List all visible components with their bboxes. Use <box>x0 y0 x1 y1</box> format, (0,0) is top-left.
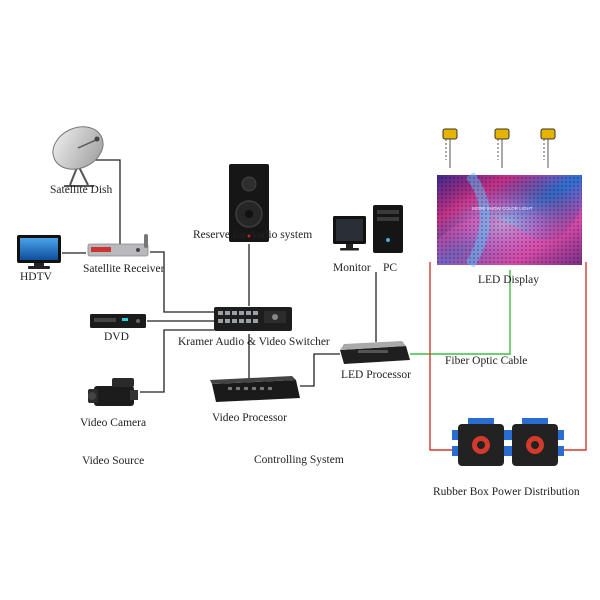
hdtv-label: HDTV <box>20 271 52 283</box>
satellite-dish-icon <box>52 126 104 187</box>
fiber-optic-label: Fiber Optic Cable <box>445 355 528 367</box>
cable-videoproc-ledproc <box>300 353 340 387</box>
signal-cables <box>62 159 377 393</box>
dvd-player-icon <box>90 314 146 328</box>
video-processor-label: Video Processor <box>212 412 288 424</box>
led-screen-text: MORE SHOW COLOR LIGHT <box>472 206 533 211</box>
hdtv-icon <box>17 235 61 269</box>
cable-camera-switcher <box>140 329 214 393</box>
video-camera-icon <box>88 378 138 406</box>
satellite-receiver-icon <box>87 234 149 257</box>
pc-tower-icon <box>373 205 403 253</box>
pc-label: PC <box>383 262 398 274</box>
controlling-system-label: Controlling System <box>254 454 344 466</box>
cable-receiver-switcher <box>150 251 214 313</box>
chain-hoist-icon <box>442 128 556 168</box>
power-distribution-label: Rubber Box Power Distribution <box>433 486 580 498</box>
speaker-icon <box>229 164 269 242</box>
led-processor-label: LED Processor <box>341 369 411 381</box>
reserve-audio-label: Reserve for Audio system <box>193 229 313 241</box>
led-display-label: LED Display <box>478 274 540 286</box>
video-processor-icon <box>210 376 300 402</box>
satellite-dish-label: Satellite Dish <box>50 184 113 196</box>
power-distribution-box-icon <box>452 418 564 466</box>
monitor-icon <box>333 216 366 251</box>
led-processor-icon <box>340 341 410 364</box>
led-display-icon <box>437 172 582 268</box>
monitor-label: Monitor <box>333 262 371 274</box>
satellite-receiver-label: Satellite Receiver <box>83 263 165 275</box>
kramer-switcher-icon <box>214 307 292 331</box>
cable-dish-receiver <box>92 159 121 245</box>
fiber-optic-cable <box>410 270 511 355</box>
video-camera-label: Video Camera <box>80 417 147 429</box>
dvd-label: DVD <box>104 331 129 343</box>
kramer-switcher-label: Kramer Audio & Video Switcher <box>178 336 330 348</box>
video-source-label: Video Source <box>82 455 145 467</box>
